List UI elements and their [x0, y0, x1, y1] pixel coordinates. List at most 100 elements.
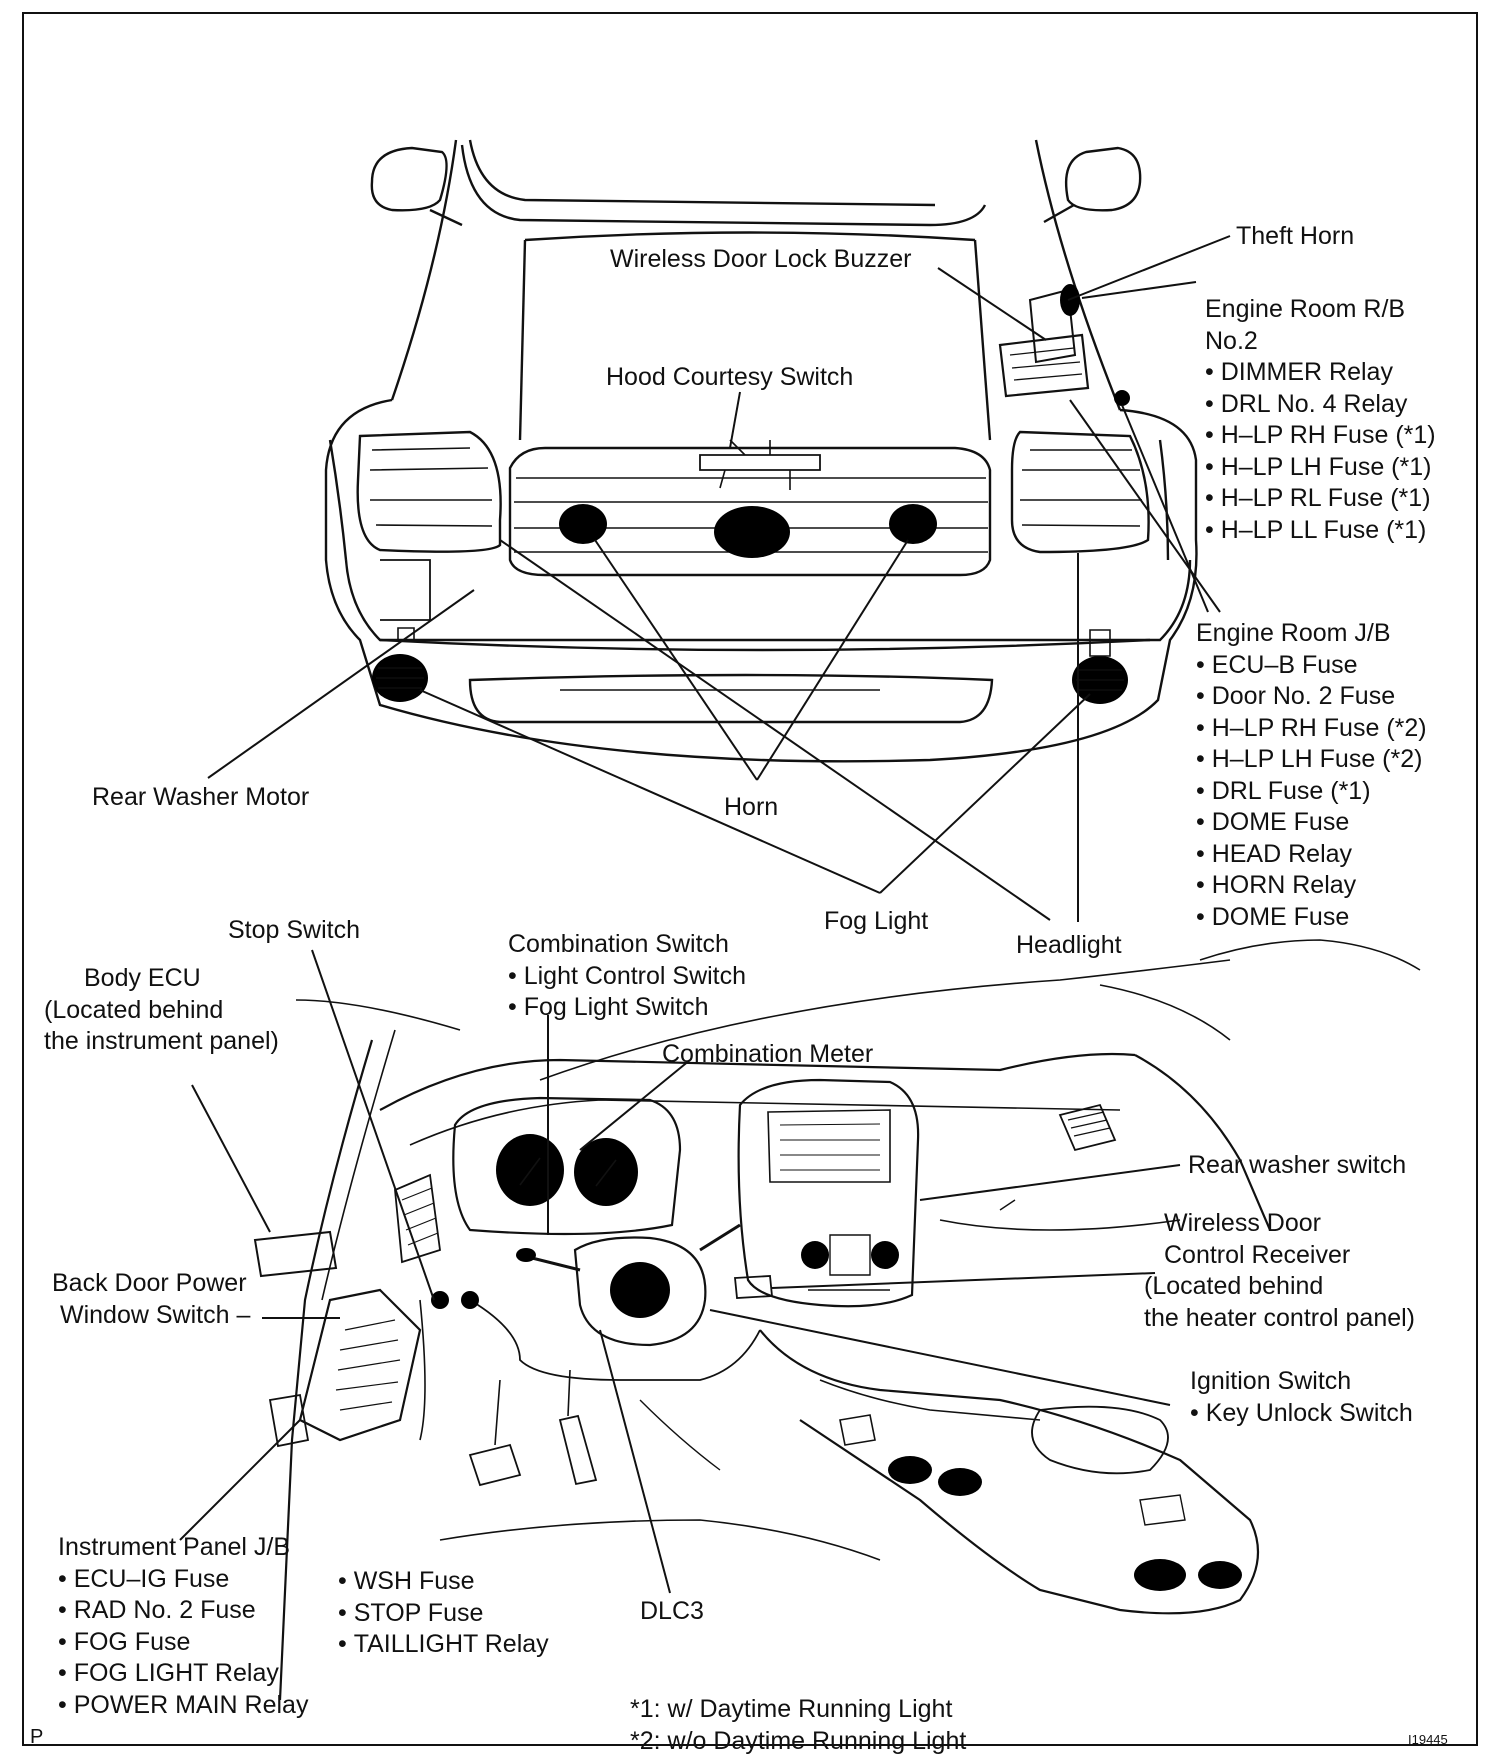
washer-motor-bracket	[380, 559, 431, 621]
label-engine-room-rb: Engine Room R/B No.2 DIMMER Relay DRL No…	[1205, 294, 1436, 546]
footnote-1: *1: w/ Daytime Running Light	[630, 1695, 953, 1723]
cup-holder	[1134, 1559, 1186, 1591]
instrument-panel-jb	[298, 1288, 422, 1442]
left-door-frame	[278, 1039, 374, 1701]
grille	[508, 446, 992, 577]
dashboard-drawing	[253, 939, 1421, 1701]
receiver-title-2: Control Receiver	[1164, 1240, 1351, 1269]
combination-switch-item: Fog Light Switch	[508, 992, 746, 1024]
engine-room-jb-item: Door No. 2 Fuse	[1196, 681, 1427, 713]
console-lid	[1031, 1405, 1169, 1475]
corner-mark: P	[30, 1726, 44, 1748]
dash-top	[379, 1052, 1136, 1111]
combination-switch-title: Combination Switch	[508, 930, 729, 958]
footnote-2: *2: w/o Daytime Running Light	[630, 1726, 967, 1755]
receiver-note-2: the heater control panel)	[1144, 1303, 1416, 1332]
instrument-panel-jb-item: WSH Fuse	[338, 1566, 549, 1598]
label-dlc3: DLC3	[640, 1597, 704, 1625]
instrument-panel-jb-item: TAILLIGHT Relay	[338, 1629, 549, 1661]
instrument-panel-jb-title: Instrument Panel J/B	[58, 1533, 291, 1561]
front-leader-lines	[207, 235, 1231, 922]
label-wireless-door-lock-buzzer: Wireless Door Lock Buzzer	[610, 245, 912, 273]
back-door-switch-line-2: Window Switch –	[60, 1300, 251, 1329]
label-wireless-door-control-receiver: Wireless Door Control Receiver (Located …	[1144, 1208, 1415, 1334]
windshield-lower-edge	[460, 144, 987, 227]
engine-room-jb-title: Engine Room J/B	[1196, 619, 1391, 647]
engine-room-jb-item: HEAD Relay	[1196, 839, 1427, 871]
label-ignition-switch: Ignition Switch Key Unlock Switch	[1190, 1366, 1413, 1429]
ignition-switch-title: Ignition Switch	[1190, 1367, 1352, 1395]
engine-room-rb	[998, 333, 1090, 398]
engine-room-rb-title-1: Engine Room R/B	[1205, 295, 1406, 323]
receiver-title-1: Wireless Door	[1164, 1209, 1321, 1237]
label-horn: Horn	[724, 793, 779, 821]
engine-room-jb-connector	[1114, 390, 1130, 406]
instrument-panel-jb-item: STOP Fuse	[338, 1598, 549, 1630]
combination-switch-item: Light Control Switch	[508, 961, 746, 993]
shifter	[839, 1414, 876, 1446]
engine-room-rb-item: H–LP RH Fuse (*1)	[1205, 420, 1436, 452]
body-ecu-box	[253, 1230, 338, 1278]
body-outline	[324, 398, 1198, 763]
body-ecu-title: Body ECU	[84, 964, 201, 992]
instrument-panel-jb-item: FOG LIGHT Relay	[58, 1658, 308, 1690]
instrument-panel-jb-item: ECU–IG Fuse	[58, 1564, 308, 1596]
label-engine-room-jb: Engine Room J/B ECU–B Fuse Door No. 2 Fu…	[1196, 618, 1427, 933]
body-ecu-note-1: (Located behind	[44, 995, 224, 1024]
engine-room-jb-item: DOME Fuse	[1196, 902, 1427, 934]
instrument-panel-jb-item: POWER MAIN Relay	[58, 1690, 309, 1722]
left-vent	[394, 1173, 441, 1264]
combination-meter	[452, 1096, 682, 1236]
dashboard-leader-lines	[179, 949, 1181, 1594]
center-console	[759, 1329, 1260, 1615]
label-stop-switch: Stop Switch	[228, 916, 361, 944]
label-instrument-panel-jb-col2: WSH Fuse STOP Fuse TAILLIGHT Relay	[338, 1566, 549, 1661]
steering-column	[573, 1236, 707, 1347]
brake-pedal	[468, 1443, 522, 1487]
engine-room-jb-item: DOME Fuse	[1196, 807, 1427, 839]
engine-room-jb-item: H–LP LH Fuse (*2)	[1196, 744, 1427, 776]
footnotes: *1: w/ Daytime Running Light *2: w/o Day…	[630, 1694, 966, 1757]
diagram-frame	[22, 12, 1478, 1746]
left-headlight	[356, 430, 502, 553]
label-instrument-panel-jb: Instrument Panel J/B ECU–IG Fuse RAD No.…	[58, 1532, 308, 1721]
engine-room-rb-item: DRL No. 4 Relay	[1205, 389, 1436, 421]
engine-room-rb-title-2: No.2	[1205, 326, 1258, 355]
engine-room-rb-item: H–LP LL Fuse (*1)	[1205, 515, 1436, 547]
label-fog-light: Fog Light	[824, 907, 929, 935]
label-combination-switch: Combination Switch Light Control Switch …	[508, 929, 746, 1024]
left-mirror	[370, 146, 448, 212]
instrument-panel-jb-item: FOG Fuse	[58, 1627, 308, 1659]
back-door-switch-line-1: Back Door Power	[52, 1269, 247, 1297]
audio-unit	[767, 1109, 891, 1183]
engine-room-jb-item: H–LP RH Fuse (*2)	[1196, 713, 1427, 745]
engine-room-jb-item: HORN Relay	[1196, 870, 1427, 902]
label-combination-meter: Combination Meter	[662, 1040, 874, 1068]
label-body-ecu: Body ECU (Located behind the instrument …	[44, 963, 279, 1058]
ignition-switch-item: Key Unlock Switch	[1190, 1398, 1413, 1430]
receiver-note-1: (Located behind	[1144, 1272, 1324, 1300]
engine-room-rb-item: H–LP RL Fuse (*1)	[1205, 483, 1436, 515]
center-stack	[737, 1078, 920, 1308]
engine-room-jb-item: ECU–B Fuse	[1196, 650, 1427, 682]
right-mirror	[1064, 146, 1142, 212]
engine-room-rb-item: H–LP LH Fuse (*1)	[1205, 452, 1436, 484]
label-back-door-power-window-switch: Back Door Power Window Switch –	[52, 1268, 250, 1331]
accelerator-pedal	[558, 1414, 598, 1486]
label-rear-washer-switch: Rear washer switch	[1188, 1151, 1407, 1179]
label-rear-washer-motor: Rear Washer Motor	[92, 783, 310, 811]
body-ecu-note-2: the instrument panel)	[44, 1027, 279, 1055]
vehicle-front-drawing	[324, 139, 1198, 763]
label-hood-courtesy-switch: Hood Courtesy Switch	[606, 363, 854, 391]
label-headlight: Headlight	[1016, 931, 1122, 959]
figure-id: I19445	[1408, 1732, 1448, 1747]
engine-room-jb-item: DRL Fuse (*1)	[1196, 776, 1427, 808]
label-theft-horn: Theft Horn	[1236, 222, 1355, 250]
lower-bumper-opening	[468, 673, 994, 724]
hood-latch	[699, 454, 821, 471]
heater-control-panel	[829, 1234, 871, 1276]
instrument-panel-jb-item: RAD No. 2 Fuse	[58, 1595, 308, 1627]
right-headlight	[1010, 430, 1150, 554]
wiper-stalk	[699, 1223, 741, 1252]
